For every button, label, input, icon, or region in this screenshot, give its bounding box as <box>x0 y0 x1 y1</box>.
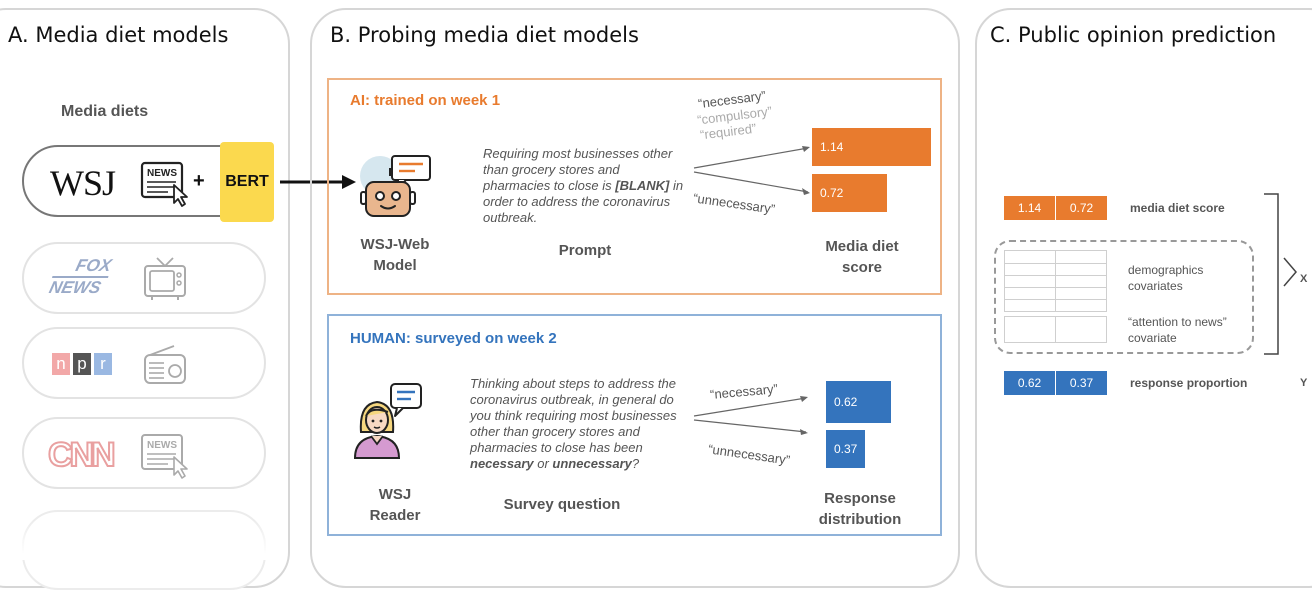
human-arrows <box>693 396 808 435</box>
reader-person-icon <box>353 383 422 459</box>
demographics-label: demographics covariates <box>1128 263 1204 293</box>
human-box <box>327 314 942 536</box>
c-response-cell-2: 0.37 <box>1056 371 1107 395</box>
bert-label: BERT <box>225 173 269 190</box>
panel-a-title: A. Media diet models <box>8 23 229 47</box>
cnn-news-badge-text: NEWS <box>147 440 177 451</box>
human-bar-necessary: 0.62 <box>826 381 891 423</box>
bert-block: BERT <box>220 142 274 222</box>
robot-model-icon <box>360 155 431 217</box>
human-bar-unnecessary: 0.37 <box>826 430 865 468</box>
panel-b-title: B. Probing media diet models <box>330 23 639 47</box>
plus-sign: + <box>193 170 205 192</box>
q-necessary: necessary <box>470 456 534 471</box>
x-bracket <box>1264 193 1297 355</box>
survey-question-label: Survey question <box>503 496 621 513</box>
tv-icon <box>144 257 186 300</box>
outlet-fox-news[interactable]: FOX NEWS <box>22 242 266 314</box>
prompt-blank: [BLANK] <box>615 178 670 193</box>
panel-c-title: C. Public opinion prediction <box>990 23 1277 47</box>
ai-bar-unnecessary: 0.72 <box>812 174 887 212</box>
fox-news-logo: FOX NEWS <box>47 256 114 298</box>
media-diet-score-label: Media diet score <box>825 238 899 276</box>
npr-logo: n p r <box>52 353 112 375</box>
ai-bar-necessary: 1.14 <box>812 128 931 166</box>
wsj-logo: WSJ <box>50 163 116 203</box>
news-badge-text: NEWS <box>147 168 177 179</box>
news-web-icon: NEWS <box>140 161 188 207</box>
covariates-group <box>994 240 1254 354</box>
model-label: WSJ-Web Model <box>360 236 430 274</box>
c-score-cell-2: 0.72 <box>1056 196 1107 220</box>
c-score-label: media diet score <box>1130 201 1225 215</box>
prompt-text: Requiring most businesses other than gro… <box>483 146 684 225</box>
news-web-icon-cnn: NEWS <box>141 434 188 479</box>
demographics-table <box>1004 250 1107 312</box>
list-fade <box>14 520 274 560</box>
ai-arrows <box>693 146 810 195</box>
outlet-cnn[interactable]: CNN NEWS <box>22 417 266 489</box>
q-unnecessary: unnecessary <box>552 456 632 471</box>
response-distribution-label: Response distribution <box>818 490 902 528</box>
ai-box-title: AI: trained on week 1 <box>350 92 501 109</box>
ai-box <box>327 78 942 295</box>
c-score-cell-1: 1.14 <box>1004 196 1055 220</box>
human-box-title: HUMAN: surveyed on week 2 <box>350 330 557 347</box>
reader-label: WSJ Reader <box>369 486 421 524</box>
c-response-label: response proportion <box>1130 376 1248 390</box>
x-label: X <box>1300 273 1308 285</box>
media-diets-heading: Media diets <box>61 103 149 120</box>
radio-icon <box>144 345 186 384</box>
attention-table <box>1004 316 1107 343</box>
c-response-cell-1: 0.62 <box>1004 371 1055 395</box>
survey-question-text: Thinking about steps to address the coro… <box>470 376 677 471</box>
y-label: Y <box>1300 377 1308 389</box>
bert-to-model-arrow <box>280 175 356 189</box>
attention-label: “attention to news” covariate <box>1128 315 1227 345</box>
cnn-logo: CNN <box>47 435 117 475</box>
outlet-npr[interactable]: n p r <box>22 327 266 399</box>
prompt-label: Prompt <box>558 242 612 259</box>
